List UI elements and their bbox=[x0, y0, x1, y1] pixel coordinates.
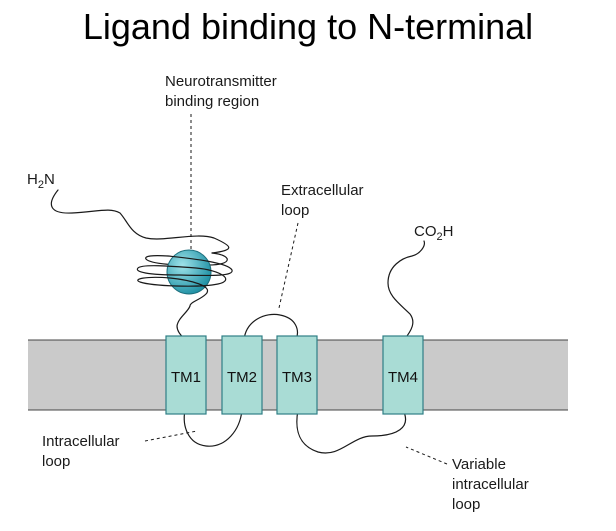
c-terminus-label: CO2H bbox=[414, 223, 453, 243]
variable-loop-label-line-2: intracellular bbox=[452, 476, 529, 493]
binding-coil-behind bbox=[145, 252, 228, 266]
tm2-group: TM2 bbox=[221, 335, 263, 415]
variable-loop-pointer bbox=[405, 446, 448, 465]
diagram-title: Ligand binding to N-terminal bbox=[82, 6, 534, 47]
n-terminus-sub: 2 bbox=[38, 179, 44, 191]
n-terminal-chain bbox=[50, 189, 230, 254]
variable-loop-label: Variable intracellular loop bbox=[452, 455, 529, 515]
extracellular-loop-label-line-2: loop bbox=[281, 202, 310, 219]
n-terminus-tail: N bbox=[44, 171, 55, 188]
c-terminus-main: CO bbox=[414, 223, 437, 240]
c-terminus-tail: H bbox=[443, 223, 454, 240]
neurotransmitter-ligand bbox=[166, 249, 212, 295]
extracellular-loop-pointer bbox=[278, 222, 299, 309]
binding-region-label-line-1: Neurotransmitter bbox=[165, 73, 277, 90]
tm1-group: TM1 bbox=[165, 335, 207, 415]
binding-coil-front bbox=[136, 255, 233, 341]
intracellular-loop-label-line-1: Intracellular bbox=[42, 433, 120, 450]
tm1-label: TM1 bbox=[171, 369, 201, 386]
tm2-helix bbox=[221, 335, 263, 415]
tm1-helix bbox=[165, 335, 207, 415]
intracellular-loop-label: Intracellular loop bbox=[42, 432, 120, 472]
c-terminus-sub: 2 bbox=[437, 231, 443, 243]
c-terminal-chain bbox=[387, 240, 425, 341]
variable-loop-label-line-1: Variable bbox=[452, 456, 506, 473]
tm3-helix bbox=[276, 335, 318, 415]
variable-intracellular-loop bbox=[296, 409, 406, 454]
tm2-label: TM2 bbox=[227, 369, 257, 386]
extracellular-loop-label: Extracellular loop bbox=[281, 181, 364, 221]
tm4-helix bbox=[382, 335, 424, 415]
variable-loop-label-line-3: loop bbox=[452, 496, 481, 513]
extracellular-loop-label-line-1: Extracellular bbox=[281, 182, 364, 199]
extracellular-loop-2 bbox=[243, 313, 299, 341]
n-terminus-label: H2N bbox=[27, 171, 55, 191]
intracellular-loop-pointer bbox=[144, 430, 198, 442]
tm4-group: TM4 bbox=[382, 335, 424, 415]
tm3-label: TM3 bbox=[282, 369, 312, 386]
binding-region-label: Neurotransmitter binding region bbox=[165, 72, 277, 112]
n-terminus-main: H bbox=[27, 171, 38, 188]
tm3-group: TM3 bbox=[276, 335, 318, 415]
tm4-label: TM4 bbox=[388, 369, 418, 386]
intracellular-loop-1 bbox=[183, 409, 243, 447]
binding-region-label-line-2: binding region bbox=[165, 93, 260, 110]
intracellular-loop-label-line-2: loop bbox=[42, 453, 71, 470]
